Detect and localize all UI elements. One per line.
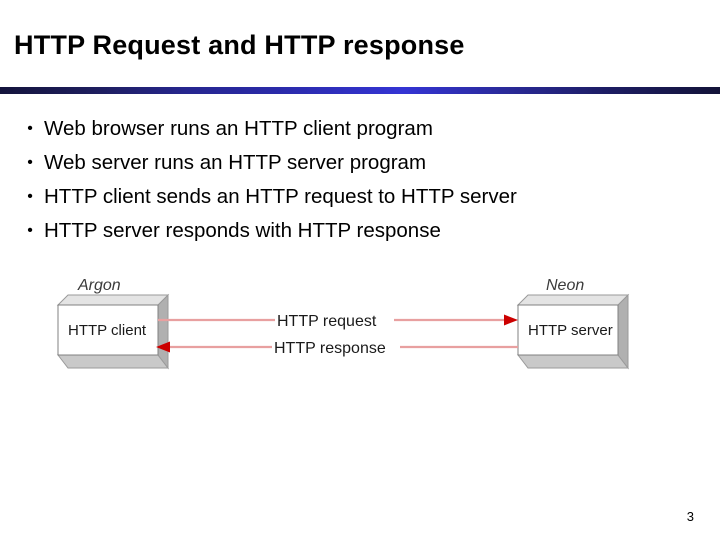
list-item-label: Web browser runs an HTTP client program (44, 117, 433, 140)
list-item: • Web browser runs an HTTP client progra… (16, 112, 706, 146)
list-item-label: HTTP server responds with HTTP response (44, 219, 441, 242)
server-box-top-face (516, 294, 630, 306)
client-box-side-face (157, 293, 169, 370)
request-label: HTTP request (277, 313, 377, 330)
http-response-arrow: HTTP response (156, 340, 518, 357)
client-box-top-face (56, 294, 170, 306)
client-box-label: HTTP client (68, 322, 147, 339)
page-title: HTTP Request and HTTP response (14, 30, 465, 60)
bullet-point-icon: • (27, 154, 33, 171)
title-divider-bar (0, 87, 720, 94)
client-box-front-face (57, 304, 159, 356)
server-box-side-face (617, 293, 629, 370)
list-item: • Web server runs an HTTP server program (16, 146, 706, 180)
list-item: • HTTP client sends an HTTP request to H… (16, 180, 706, 214)
response-label: HTTP response (274, 340, 386, 357)
list-item: • HTTP server responds with HTTP respons… (16, 214, 706, 248)
request-arrowhead-icon (504, 314, 518, 326)
http-request-response-diagram: Argon HTTP client Neon HTTP server (0, 258, 720, 388)
list-item-label: HTTP client sends an HTTP request to HTT… (44, 185, 517, 208)
server-box-label: HTTP server (528, 322, 613, 339)
server-node: Neon HTTP server (516, 277, 630, 370)
bullet-point-icon: • (27, 188, 33, 205)
http-request-arrow: HTTP request (158, 313, 518, 330)
bullet-point-icon: • (27, 222, 33, 239)
server-host-label: Neon (546, 277, 584, 294)
client-host-label: Argon (77, 277, 121, 294)
server-box-front-face (517, 304, 619, 356)
server-box-bottom-face (516, 354, 630, 369)
bullet-point-icon: • (27, 120, 33, 137)
list-item-label: Web server runs an HTTP server program (44, 151, 427, 174)
page-number: 3 (686, 509, 694, 524)
bullet-list: • Web browser runs an HTTP client progra… (16, 112, 706, 248)
response-arrowhead-icon (156, 341, 170, 353)
client-node: Argon HTTP client (56, 277, 170, 370)
client-box-bottom-face (56, 354, 170, 369)
